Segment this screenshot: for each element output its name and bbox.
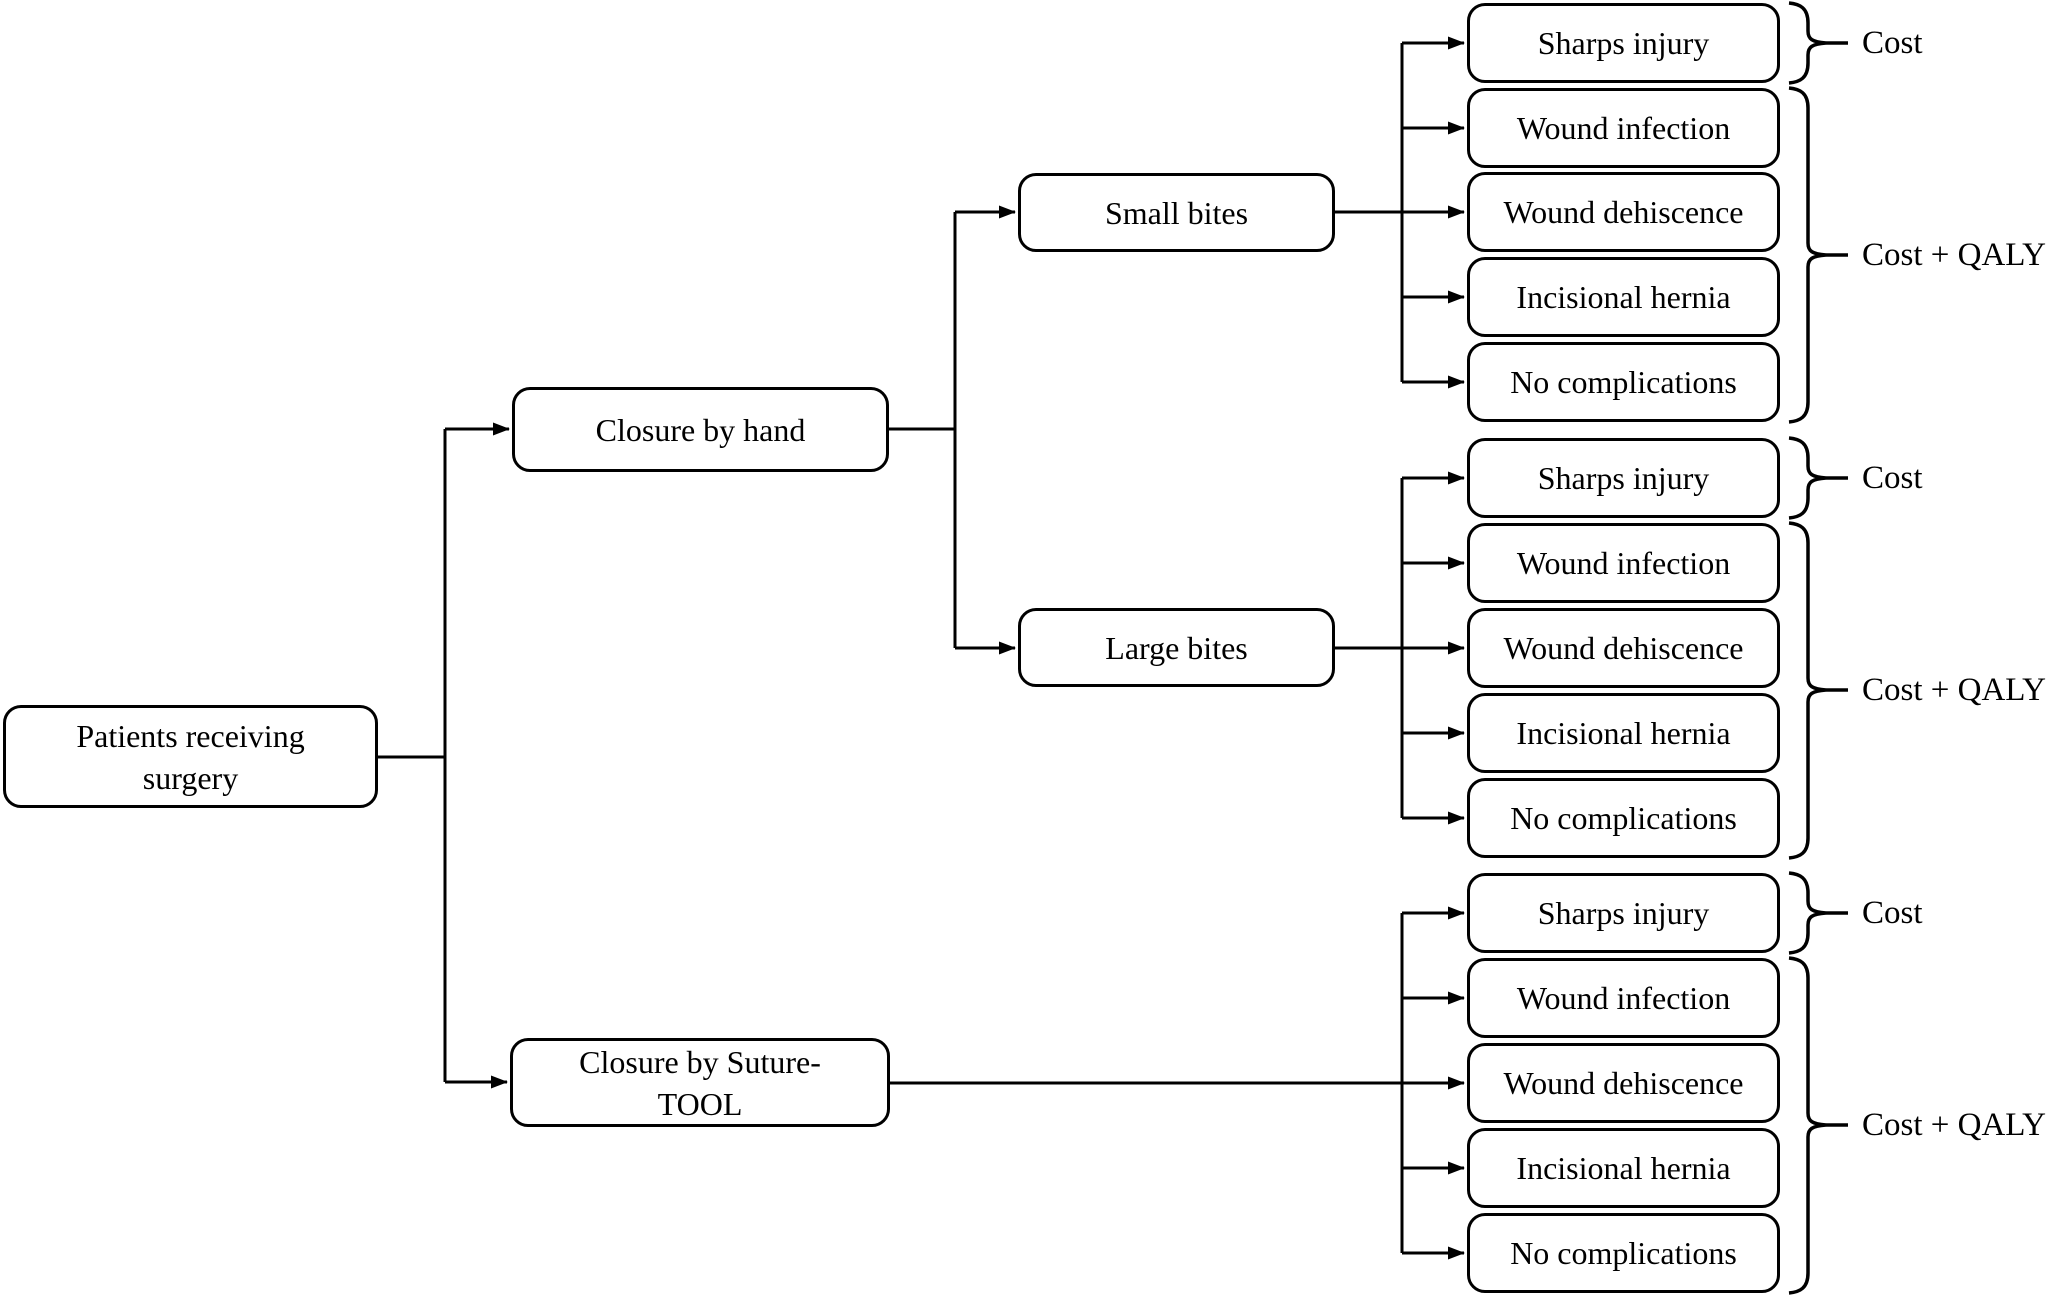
payoff-costqaly-3: Cost + QALY (1862, 1106, 2046, 1143)
node-label: No complications (1510, 364, 1737, 400)
brace-costqaly-3 (1788, 956, 1827, 1295)
brace-cost-3 (1788, 871, 1827, 955)
node-outcome-incisional-hernia: Incisional hernia (1467, 257, 1780, 337)
node-label: Patients receiving surgery (76, 717, 305, 796)
payoff-cost-2: Cost (1862, 459, 1923, 496)
node-label: Closure by hand (595, 411, 806, 448)
node-label: Incisional hernia (1516, 715, 1731, 751)
node-outcome-wound-infection: Wound infection (1467, 523, 1780, 603)
node-patients-receiving-surgery: Patients receiving surgery (3, 705, 378, 808)
brace-cost-2 (1788, 436, 1827, 520)
node-outcome-no-complications: No complications (1467, 1213, 1780, 1293)
node-outcome-wound-dehiscence: Wound dehiscence (1467, 1043, 1780, 1123)
node-label: Wound infection (1516, 545, 1731, 581)
node-label: Wound dehiscence (1503, 1065, 1744, 1101)
node-label: No complications (1510, 800, 1737, 836)
node-outcome-no-complications: No complications (1467, 778, 1780, 858)
node-label: Sharps injury (1537, 25, 1710, 61)
payoff-cost-1: Cost (1862, 24, 1923, 61)
node-label: Wound dehiscence (1503, 630, 1744, 666)
brace-costqaly-1 (1788, 86, 1827, 424)
node-label: Sharps injury (1537, 895, 1710, 931)
node-outcome-wound-infection: Wound infection (1467, 958, 1780, 1038)
node-small-bites: Small bites (1018, 173, 1335, 252)
payoff-costqaly-2: Cost + QALY (1862, 671, 2046, 708)
node-label: Sharps injury (1537, 460, 1710, 496)
brace-cost-1 (1788, 1, 1827, 85)
node-label: No complications (1510, 1235, 1737, 1271)
node-label: Wound dehiscence (1503, 194, 1744, 230)
node-label: Incisional hernia (1516, 279, 1731, 315)
node-label: Incisional hernia (1516, 1150, 1731, 1186)
payoff-cost-3: Cost (1862, 894, 1923, 931)
node-outcome-sharps-injury: Sharps injury (1467, 438, 1780, 518)
node-closure-by-suturetool: Closure by Suture-TOOL (510, 1038, 890, 1127)
node-label: Large bites (1105, 629, 1248, 666)
node-label: Small bites (1104, 194, 1249, 231)
node-outcome-sharps-injury: Sharps injury (1467, 3, 1780, 83)
node-closure-by-hand: Closure by hand (512, 387, 889, 472)
node-label: Wound infection (1516, 980, 1731, 1016)
node-outcome-wound-infection: Wound infection (1467, 88, 1780, 168)
node-outcome-sharps-injury: Sharps injury (1467, 873, 1780, 953)
brace-costqaly-2 (1788, 521, 1827, 860)
node-outcome-incisional-hernia: Incisional hernia (1467, 693, 1780, 773)
node-outcome-wound-dehiscence: Wound dehiscence (1467, 172, 1780, 252)
payoff-costqaly-1: Cost + QALY (1862, 236, 2046, 273)
node-outcome-wound-dehiscence: Wound dehiscence (1467, 608, 1780, 688)
node-outcome-incisional-hernia: Incisional hernia (1467, 1128, 1780, 1208)
node-label: Wound infection (1516, 110, 1731, 146)
node-outcome-no-complications: No complications (1467, 342, 1780, 422)
node-label: Closure by Suture-TOOL (579, 1043, 821, 1122)
node-large-bites: Large bites (1018, 608, 1335, 687)
